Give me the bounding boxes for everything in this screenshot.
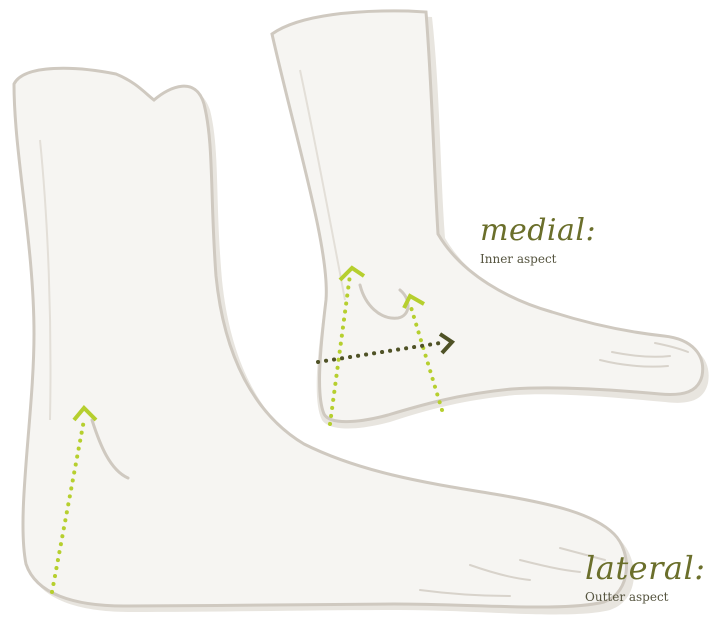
medial-subtitle: Inner aspect xyxy=(480,252,596,266)
medial-label: medial: Inner aspect xyxy=(480,216,596,266)
medial-title: medial: xyxy=(480,216,596,246)
lateral-label: lateral: Outter aspect xyxy=(585,552,706,604)
lateral-title: lateral: xyxy=(585,552,706,584)
lateral-subtitle: Outter aspect xyxy=(585,590,706,604)
